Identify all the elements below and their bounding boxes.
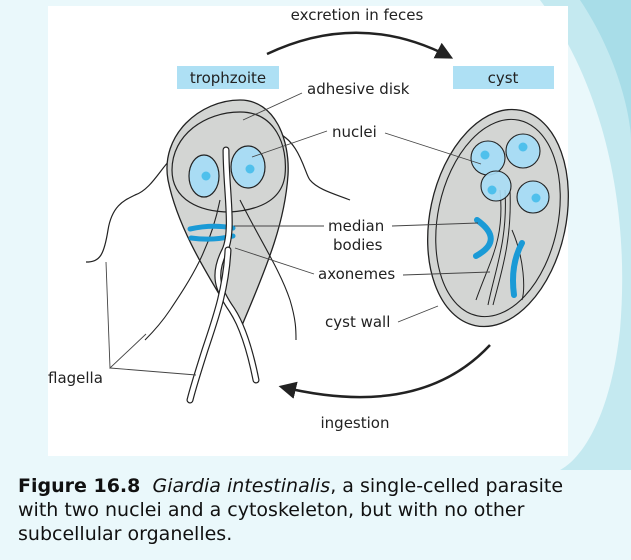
excretion-arrow [266,31,454,59]
ingestion-arrow [278,344,491,399]
figure-number: Figure 16.8 [18,475,141,497]
cyst-label-box [453,66,554,89]
figure-caption: Figure 16.8 Giardia intestinalis, a sing… [18,474,628,546]
nucleus [480,170,512,202]
adhesive-disk-label: adhesive disk [307,80,410,98]
median-body [473,217,494,259]
axonemes-label: axonemes [318,265,395,283]
caption-text-1: , a single-celled parasite [330,475,564,497]
trophozoite-label-box [177,66,279,89]
cyst-cell [427,108,569,328]
median-body [510,240,525,298]
cyst-contents [470,133,550,306]
species-name: Giardia intestinalis [152,475,331,497]
trophozoite-cell [85,99,351,404]
cyst-wall-label: cyst wall [325,313,390,331]
median-bodies-label-line2: bodies [333,236,383,254]
cyst-label: cyst [488,69,519,87]
median-bodies-label-line1: median [328,217,384,235]
giardia-life-cycle-diagram: excretion in feces ingestion trophzoite … [48,6,569,432]
nuclei-label: nuclei [332,123,377,141]
excretion-label: excretion in feces [291,6,424,24]
leader-lines [105,92,491,376]
ingestion-label: ingestion [321,414,390,432]
trophozoite-label: trophzoite [190,69,266,87]
caption-text-2: with two nuclei and a cytoskeleton, but … [18,499,525,521]
caption-text-3: subcellular organelles. [18,523,233,545]
flagella-label: flagella [48,369,103,387]
